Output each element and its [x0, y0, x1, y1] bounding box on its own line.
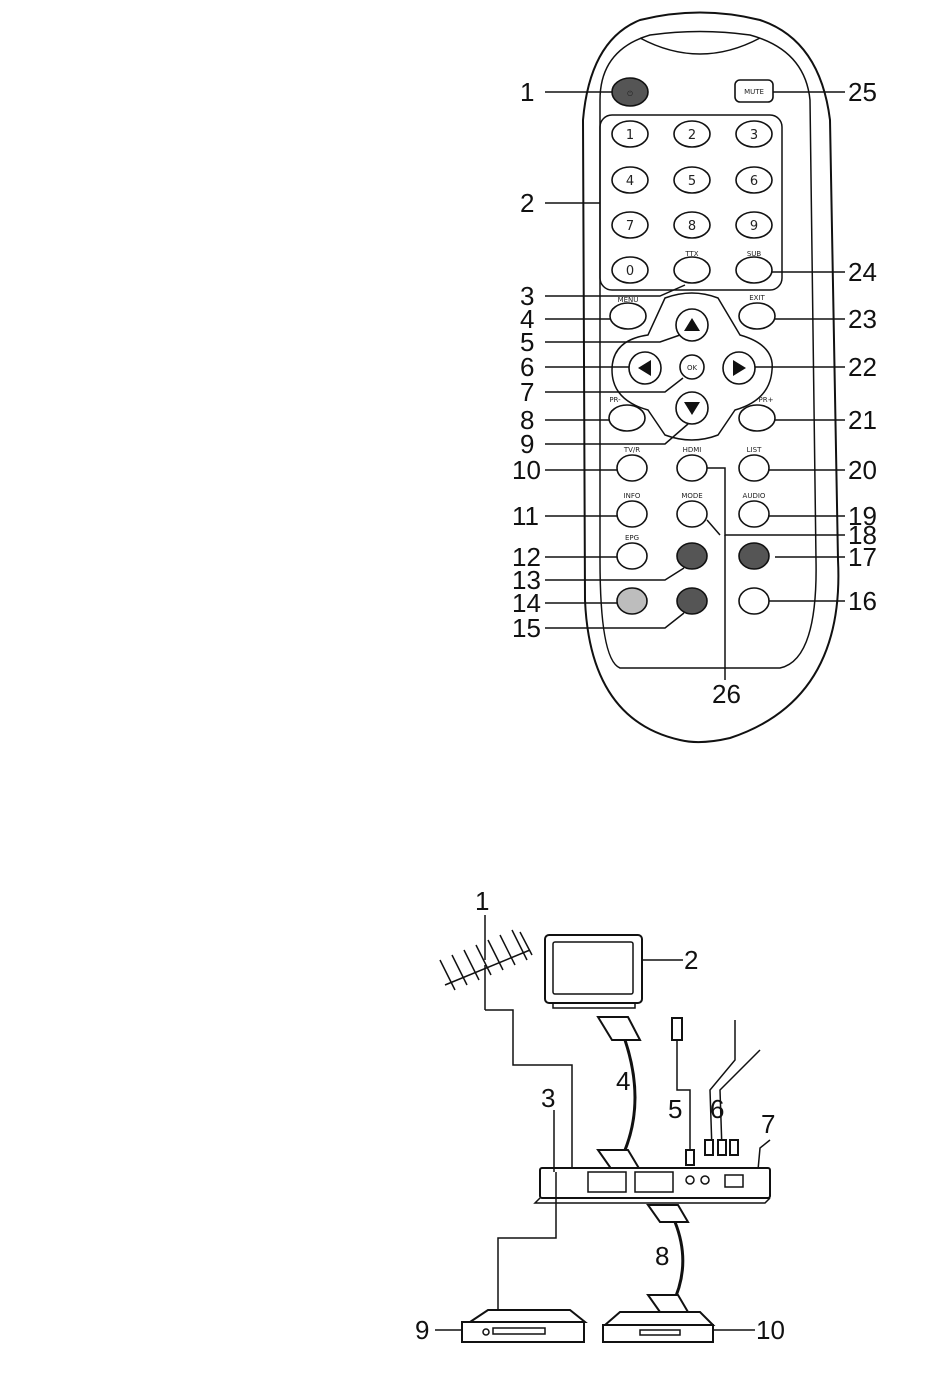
- list-label: LIST: [747, 446, 762, 454]
- remote-callout-16: 16: [848, 586, 877, 616]
- menu-button[interactable]: [610, 303, 646, 329]
- digit-label-1: 1: [626, 128, 634, 143]
- ttx-button[interactable]: [674, 257, 710, 283]
- tv-icon: [545, 935, 642, 1008]
- remote-callout-7: 7: [520, 377, 534, 407]
- remote-callout-11: 11: [512, 501, 539, 531]
- remote-callout-20: 20: [848, 455, 877, 485]
- ok-label: OK: [687, 364, 698, 372]
- red-button[interactable]: [677, 543, 707, 569]
- digit-label-3: 3: [750, 128, 758, 143]
- connection-callout-4: 4: [616, 1066, 630, 1096]
- connection-callout-5: 5: [668, 1094, 682, 1124]
- sub-button[interactable]: [736, 257, 772, 283]
- remote-callout-19: 19: [848, 501, 877, 531]
- mute-label: MUTE: [744, 88, 764, 96]
- connection-callout-2: 2: [684, 945, 698, 975]
- exit-label: EXIT: [749, 294, 765, 302]
- tvr-label: TV/R: [623, 446, 640, 454]
- remote-callout-22: 22: [848, 352, 877, 382]
- hdmi-label: HDMI: [683, 446, 702, 454]
- hdmi-button[interactable]: [677, 455, 707, 481]
- digit-label-0: 0: [626, 264, 634, 279]
- info-label: INFO: [624, 492, 641, 500]
- audio-button[interactable]: [739, 501, 769, 527]
- blue-button[interactable]: [677, 588, 707, 614]
- tvr-button[interactable]: [617, 455, 647, 481]
- connection-callout-3: 3: [541, 1083, 555, 1113]
- mode-label: MODE: [681, 492, 702, 500]
- connection-callout-6: 6: [710, 1094, 724, 1124]
- remote-callout-26: 26: [712, 679, 741, 709]
- mode-button[interactable]: [677, 501, 707, 527]
- av-cable-6: [705, 1020, 760, 1155]
- pr-minus-label: PR-: [609, 396, 621, 404]
- digit-label-5: 5: [688, 174, 696, 189]
- remote-control: ⏻ MUTE 1 2 3 4 5 6 7 8 9 0 TTX: [512, 13, 877, 743]
- remote-callout-24: 24: [848, 257, 877, 287]
- connection-callout-9: 9: [415, 1315, 429, 1345]
- epg-label: EPG: [625, 534, 639, 542]
- remote-callout-10: 10: [512, 455, 541, 485]
- dvd-device-10-icon: [603, 1312, 713, 1342]
- power-icon: ⏻: [627, 90, 633, 98]
- digit-label-7: 7: [626, 219, 634, 234]
- connection-diagram: 1 2 4 5 6: [415, 886, 785, 1345]
- digit-label-4: 4: [626, 174, 634, 189]
- receiver-device-9-icon: [462, 1310, 585, 1342]
- remote-callout-21: 21: [848, 405, 877, 435]
- list-button[interactable]: [739, 455, 769, 481]
- pr-plus-button[interactable]: [739, 405, 775, 431]
- white-button[interactable]: [739, 588, 769, 614]
- pr-plus-label: PR+: [759, 396, 774, 404]
- connection-callout-1: 1: [475, 886, 489, 916]
- remote-callout-2: 2: [520, 188, 534, 218]
- hdmi-cable-5: [672, 1018, 694, 1165]
- remote-callout-15: 15: [512, 613, 541, 643]
- info-button[interactable]: [617, 501, 647, 527]
- yellow-button[interactable]: [617, 588, 647, 614]
- digit-label-8: 8: [688, 219, 696, 234]
- digit-label-2: 2: [688, 128, 696, 143]
- green-button[interactable]: [739, 543, 769, 569]
- exit-button[interactable]: [739, 303, 775, 329]
- remote-callout-23: 23: [848, 304, 877, 334]
- set-top-box-icon: [535, 1168, 770, 1203]
- pr-minus-button[interactable]: [609, 405, 645, 431]
- connection-callout-7: 7: [761, 1109, 775, 1139]
- remote-callout-25: 25: [848, 77, 877, 107]
- epg-button[interactable]: [617, 543, 647, 569]
- connection-callout-10: 10: [756, 1315, 785, 1345]
- digit-label-6: 6: [750, 174, 758, 189]
- digit-label-9: 9: [750, 219, 758, 234]
- audio-label: AUDIO: [743, 492, 766, 500]
- connection-callout-8: 8: [655, 1241, 669, 1271]
- remote-callout-1: 1: [520, 77, 534, 107]
